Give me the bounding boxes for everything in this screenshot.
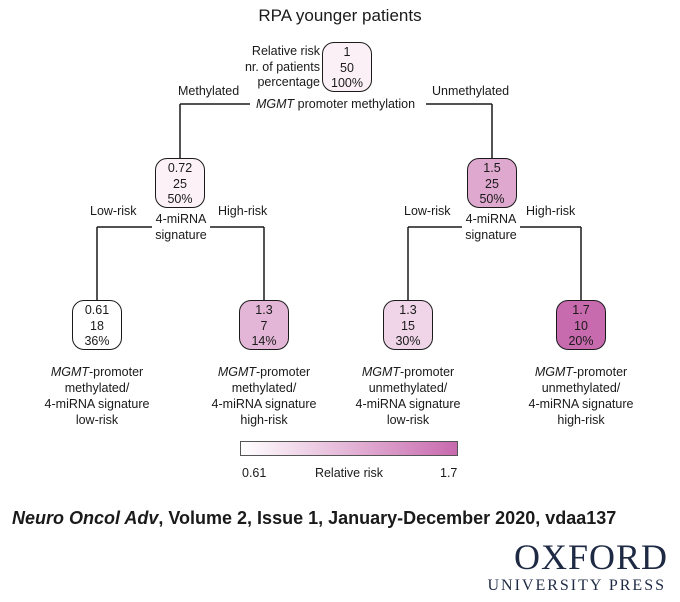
leaf-node-unmeth-low: 1.3 15 30% bbox=[383, 300, 433, 350]
leaf-risk: 0.61 bbox=[84, 303, 110, 317]
methylated-node-percentage: 50% bbox=[167, 192, 193, 206]
methylated-node: 0.72 25 50% bbox=[155, 158, 205, 208]
right-low-risk-label: Low-risk bbox=[404, 204, 451, 218]
root-node: 1 50 100% bbox=[322, 42, 372, 92]
leaf-node-meth-low: 0.61 18 36% bbox=[72, 300, 122, 350]
leaf-percentage: 36% bbox=[84, 334, 110, 348]
leaf-caption-meth-high: MGMT-promoter methylated/ 4-miRNA signat… bbox=[189, 364, 339, 428]
root-legend-labels: Relative risk nr. of patients percentage bbox=[170, 44, 320, 91]
leaf-caption-line1: -promoter bbox=[400, 365, 455, 379]
leaf-count: 10 bbox=[574, 318, 588, 333]
leaf-caption-gene: MGMT bbox=[361, 365, 400, 379]
leaf-count: 7 bbox=[260, 318, 268, 333]
leaf-caption-line3: 4-miRNA signature bbox=[211, 397, 317, 411]
split-mgmt-methylation-label: MGMT promoter methylation bbox=[256, 97, 415, 113]
root-node-percentage: 100% bbox=[331, 76, 363, 90]
leaf-risk: 1.3 bbox=[399, 303, 417, 317]
leaf-percentage: 30% bbox=[395, 334, 421, 348]
patients-count-label: nr. of patients bbox=[244, 59, 320, 74]
leaf-caption-line1: -promoter bbox=[256, 365, 311, 379]
root-node-count: 50 bbox=[340, 60, 354, 75]
diagram-title: RPA younger patients bbox=[258, 6, 422, 25]
leaf-risk: 1.7 bbox=[572, 303, 590, 317]
citation-details: , Volume 2, Issue 1, January-December 20… bbox=[158, 508, 617, 528]
leaf-caption-line3: 4-miRNA signature bbox=[355, 397, 461, 411]
split-mgmt-gene: MGMT bbox=[256, 97, 295, 111]
left-low-risk-label: Low-risk bbox=[90, 204, 137, 218]
leaf-caption-line2: methylated/ bbox=[231, 381, 297, 395]
unmethylated-node-count: 25 bbox=[485, 176, 499, 191]
methylated-node-count: 25 bbox=[173, 176, 187, 191]
right-mirna-line1: 4-miRNA bbox=[465, 212, 517, 226]
leaf-caption-gene: MGMT bbox=[217, 365, 256, 379]
right-mirna-signature-label: 4-miRNA signature bbox=[451, 212, 531, 243]
leaf-caption-line2: unmethylated/ bbox=[368, 381, 448, 395]
right-high-risk-label: High-risk bbox=[526, 204, 576, 218]
leaf-node-unmeth-high: 1.7 10 20% bbox=[556, 300, 606, 350]
percentage-label: percentage bbox=[257, 75, 320, 89]
relative-risk-label: Relative risk bbox=[251, 44, 320, 58]
leaf-caption-line4: high-risk bbox=[557, 413, 605, 427]
journal-citation: Neuro Oncol Adv, Volume 2, Issue 1, Janu… bbox=[12, 508, 616, 529]
right-mirna-line2: signature bbox=[465, 227, 517, 242]
leaf-caption-line4: high-risk bbox=[240, 413, 288, 427]
root-node-risk: 1 bbox=[343, 45, 351, 59]
unmethylated-branch-label: Unmethylated bbox=[432, 84, 510, 98]
methylated-branch-label: Methylated bbox=[178, 84, 240, 98]
leaf-caption-line4: low-risk bbox=[386, 413, 430, 427]
leaf-percentage: 14% bbox=[251, 334, 277, 348]
oxford-logo-wordmark: OXFORD bbox=[513, 537, 668, 577]
left-mirna-line1: 4-miRNA bbox=[155, 212, 207, 226]
leaf-caption-line1: -promoter bbox=[89, 365, 144, 379]
leaf-count: 15 bbox=[401, 318, 415, 333]
left-high-risk-label: High-risk bbox=[218, 204, 268, 218]
leaf-percentage: 20% bbox=[568, 334, 594, 348]
split-mgmt-rest: promoter methylation bbox=[294, 97, 416, 111]
leaf-caption-gene: MGMT bbox=[534, 365, 573, 379]
leaf-caption-unmeth-high: MGMT-promoter unmethylated/ 4-miRNA sign… bbox=[506, 364, 656, 428]
leaf-caption-meth-low: MGMT-promoter methylated/ 4-miRNA signat… bbox=[22, 364, 172, 428]
oxford-logo-subtitle: UNIVERSITY PRESS bbox=[487, 577, 666, 594]
left-mirna-line2: signature bbox=[155, 227, 207, 242]
left-mirna-signature-label: 4-miRNA signature bbox=[141, 212, 221, 243]
leaf-risk: 1.3 bbox=[255, 303, 273, 317]
leaf-caption-unmeth-low: MGMT-promoter unmethylated/ 4-miRNA sign… bbox=[333, 364, 483, 428]
methylated-node-risk: 0.72 bbox=[167, 161, 193, 175]
unmethylated-node-risk: 1.5 bbox=[483, 161, 501, 175]
leaf-caption-line2: methylated/ bbox=[64, 381, 130, 395]
leaf-node-meth-high: 1.3 7 14% bbox=[239, 300, 289, 350]
leaf-caption-gene: MGMT bbox=[50, 365, 89, 379]
unmethylated-node: 1.5 25 50% bbox=[467, 158, 517, 208]
leaf-caption-line2: unmethylated/ bbox=[541, 381, 621, 395]
leaf-caption-line3: 4-miRNA signature bbox=[528, 397, 634, 411]
unmethylated-node-percentage: 50% bbox=[479, 192, 505, 206]
leaf-count: 18 bbox=[90, 318, 104, 333]
leaf-caption-line4: low-risk bbox=[75, 413, 119, 427]
colorbar-min-label: 0.61 bbox=[242, 466, 267, 480]
leaf-caption-line3: 4-miRNA signature bbox=[44, 397, 150, 411]
journal-name: Neuro Oncol Adv bbox=[12, 508, 159, 528]
relative-risk-colorbar bbox=[240, 441, 458, 456]
colorbar-title: Relative risk bbox=[314, 466, 384, 480]
leaf-caption-line1: -promoter bbox=[573, 365, 628, 379]
colorbar-max-label: 1.7 bbox=[440, 466, 458, 480]
